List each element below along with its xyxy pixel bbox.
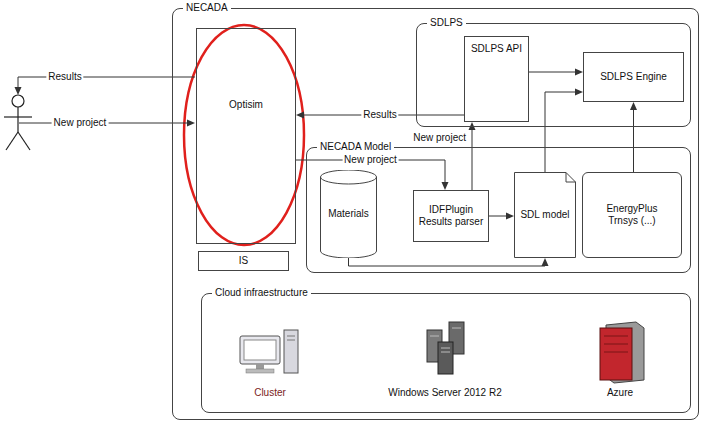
connector	[529, 72, 576, 73]
actor-leg	[18, 132, 30, 150]
connector	[545, 92, 576, 172]
azure-icon	[600, 322, 644, 383]
arrow-head	[442, 182, 449, 190]
edge-label: New project	[411, 132, 468, 144]
system-boundary: NECADAOptisimISSDLPSSDLPS APISDLPS Engin…	[172, 8, 699, 420]
text-area: EnergyPlus Trnsys (...)	[583, 173, 681, 257]
text-area: SDL model	[514, 172, 576, 258]
document-shape: SDL model	[514, 172, 576, 258]
arrow-head	[15, 87, 22, 95]
arrow-head	[575, 69, 583, 76]
screen	[244, 340, 276, 360]
cabinet-front	[600, 328, 632, 380]
arrow-head	[542, 258, 549, 266]
shape-outline	[321, 170, 377, 258]
process-box: SDLPS API	[464, 36, 529, 122]
arrow-head	[469, 122, 476, 130]
connector	[489, 216, 507, 217]
actor-leg	[6, 132, 18, 150]
arrow-head	[506, 213, 514, 220]
line-label: New project	[52, 117, 109, 129]
actor-body	[17, 107, 18, 132]
connector	[633, 109, 634, 172]
windows-server-icon	[427, 322, 464, 374]
connector	[349, 258, 546, 266]
icon-caption: Azure	[607, 387, 633, 399]
results-line	[18, 77, 195, 88]
drive-slot	[287, 340, 295, 341]
group-heading: Cloud infraestructure	[212, 287, 311, 299]
arrow-head	[575, 89, 583, 96]
connector	[472, 129, 473, 190]
cluster-icon	[240, 330, 298, 373]
tower	[284, 330, 298, 373]
arrow-head	[630, 102, 637, 110]
process-box: Optisim	[196, 28, 296, 244]
drive-slot	[452, 328, 461, 329]
group-box: SDLPSSDLPS APISDLPS Engine	[416, 23, 691, 127]
text-area: IS	[199, 252, 288, 270]
arrow-head	[187, 120, 195, 127]
text-area: IDFPlugin Results parser	[414, 191, 488, 241]
text-area: SDLPS Engine	[584, 53, 683, 101]
shape-outline	[515, 173, 576, 258]
node-label: Optisim	[229, 99, 263, 111]
node-label: Materials	[328, 208, 369, 220]
node-label: EnergyPlus Trnsys (...)	[606, 203, 657, 227]
node-label: SDLPS Engine	[600, 71, 667, 83]
rack-line	[604, 336, 628, 337]
process-box: IS	[198, 251, 289, 271]
drive-slot	[430, 336, 439, 337]
drive-slot	[441, 348, 450, 349]
arrow-head	[296, 112, 304, 119]
text-area: Optisim	[197, 29, 295, 243]
group-heading: NECADA Model	[317, 141, 394, 153]
group-heading: SDLPS	[427, 17, 466, 29]
edge-label: Results	[361, 109, 398, 121]
stand	[256, 364, 264, 369]
icon-caption: Windows Server 2012 R2	[388, 387, 501, 399]
actor-arms	[4, 116, 32, 117]
rack-line	[604, 352, 628, 353]
edge-label: New project	[342, 154, 399, 166]
process-box: IDFPlugin Results parser	[413, 190, 489, 242]
node-label: IDFPlugin Results parser	[418, 204, 484, 228]
base	[246, 369, 274, 373]
rack-line	[604, 344, 628, 345]
node-label: SDL model	[520, 209, 569, 221]
text-area: Materials	[320, 170, 377, 258]
text-area: SDLPS API	[465, 37, 528, 121]
drive-slot	[287, 336, 295, 337]
node-label: IS	[239, 255, 248, 267]
line-label: Results	[46, 71, 83, 83]
monitor	[240, 336, 280, 364]
node-label: SDLPS API	[471, 43, 522, 55]
group-heading: NECADA	[183, 2, 231, 14]
database-cylinder: Materials	[320, 170, 377, 258]
drive-slot	[441, 352, 450, 353]
server-tower	[438, 342, 453, 374]
actor-head	[12, 95, 24, 107]
icon-caption: Cluster	[254, 387, 286, 399]
process-box: EnergyPlus Trnsys (...)	[582, 172, 682, 258]
process-box: SDLPS Engine	[583, 52, 684, 102]
highlight-ellipse	[184, 25, 304, 245]
